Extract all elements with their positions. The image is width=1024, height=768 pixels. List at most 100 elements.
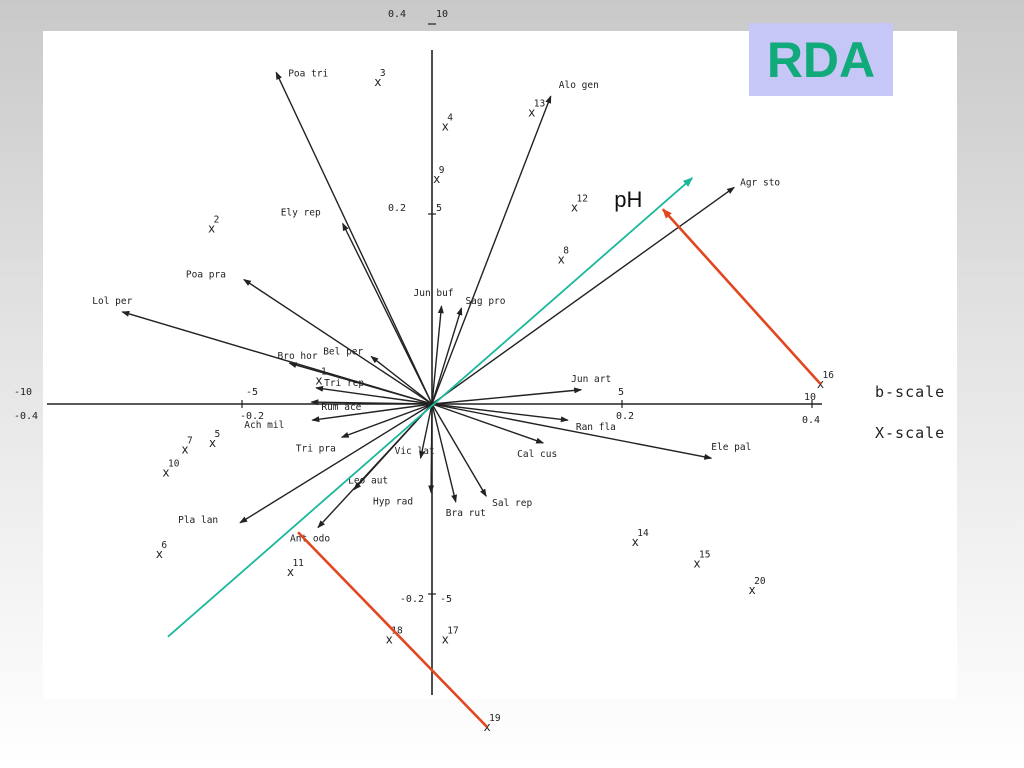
species-arrow <box>431 387 583 405</box>
species-label: Bra rut <box>446 508 486 519</box>
ph-vector <box>167 177 694 638</box>
b-scale-label: b-scale <box>875 383 945 401</box>
species-arrow <box>431 403 569 423</box>
sample-label: 11 <box>292 558 304 569</box>
tick-label: 5 <box>618 387 624 398</box>
sample-label: 13 <box>534 98 545 109</box>
species-label: Leo aut <box>348 476 388 487</box>
species-arrow <box>431 403 458 503</box>
sample-label: 4 <box>447 113 453 124</box>
tick-label: -0.2 <box>240 411 264 422</box>
species-label: Cal cus <box>517 449 557 460</box>
species-label: Ran fla <box>576 422 616 433</box>
sample-marker: x <box>181 443 188 457</box>
sample-label: 12 <box>577 193 588 204</box>
species-arrow <box>310 399 433 406</box>
sample-label: 7 <box>187 436 193 447</box>
sample-points: x1x2x3x4x5x6x7x8x9x10x11x12x13x14x15x16x… <box>156 68 835 734</box>
sample-marker: x <box>693 557 700 571</box>
species-label: Agr sto <box>740 177 780 188</box>
sample-label: 2 <box>214 214 220 225</box>
ph-label: pH <box>614 187 642 212</box>
tick-label: -0.2 <box>400 594 424 605</box>
species-label: Ely rep <box>281 208 321 219</box>
species-label: Sal rep <box>492 498 532 509</box>
sample-label: 10 <box>168 458 180 469</box>
sample-label: 6 <box>161 540 167 551</box>
tick-label: 0.4 <box>802 415 820 426</box>
species-arrow <box>340 403 433 438</box>
species-arrow <box>311 403 433 423</box>
sample-label: 8 <box>563 246 569 257</box>
tick-label: 0.4 <box>388 9 406 20</box>
tick-label: 0.2 <box>616 411 634 422</box>
species-arrow <box>431 307 463 405</box>
sample-label: 20 <box>754 576 766 587</box>
sample-marker: x <box>632 535 639 549</box>
species-arrow <box>431 403 713 460</box>
sample-label: 3 <box>380 68 386 79</box>
sample-marker: x <box>374 75 381 89</box>
species-label: Jun buf <box>414 288 454 299</box>
sample-label: 16 <box>823 370 835 381</box>
sample-label: 14 <box>637 528 649 539</box>
species-label: Alo gen <box>559 80 599 91</box>
species-label: Tri rep <box>324 378 364 389</box>
sample-marker: x <box>528 105 535 119</box>
sample-label: 15 <box>699 550 710 561</box>
slide-title: RDA <box>749 23 893 96</box>
species-arrow <box>431 403 545 444</box>
sample-marker: x <box>442 120 449 134</box>
species-arrow <box>243 278 433 405</box>
tick-label: 10 <box>436 9 448 20</box>
sample-marker: x <box>209 436 216 450</box>
sample-marker: x <box>287 565 294 579</box>
species-arrow <box>317 403 433 529</box>
sample-marker: x <box>749 583 756 597</box>
species-label: Tri pra <box>296 443 336 454</box>
environmental-vectors: pH <box>167 177 822 728</box>
tick-label: 10 <box>804 392 816 403</box>
species-label: Rum ace <box>321 402 361 413</box>
tick-label: 0.2 <box>388 203 406 214</box>
species-arrow <box>419 403 433 460</box>
tick-label: 5 <box>436 203 442 214</box>
projection-line <box>297 531 489 728</box>
species-label: Ach mil <box>244 420 284 431</box>
tick-label: -0.4 <box>14 411 38 422</box>
sample-label: 1 <box>321 366 327 377</box>
sample-label: 19 <box>489 713 501 724</box>
species-arrow <box>431 305 444 405</box>
species-label: Vic lat <box>395 446 435 457</box>
x-scale-label: X-scale <box>875 424 945 442</box>
species-arrow <box>428 403 435 494</box>
tick-label: -5 <box>440 594 452 605</box>
tick-label: -10 <box>14 387 32 398</box>
species-label: Poa pra <box>186 270 226 281</box>
species-label: Sag pro <box>465 296 505 307</box>
species-label: Jun art <box>571 374 611 385</box>
sample-marker: x <box>433 172 440 186</box>
species-arrow <box>431 95 552 405</box>
species-label: Pla lan <box>178 515 218 526</box>
sample-marker: x <box>162 465 169 479</box>
sample-marker: x <box>208 221 215 235</box>
species-label: Poa tri <box>288 68 328 79</box>
species-arrow <box>239 403 433 524</box>
species-arrow <box>288 362 433 405</box>
species-arrow <box>370 355 433 405</box>
species-label: Lol per <box>92 296 132 307</box>
sample-marker: x <box>156 547 163 561</box>
sample-label: 17 <box>447 626 458 637</box>
species-arrow <box>315 385 433 405</box>
species-label: Bro hor <box>278 351 318 362</box>
species-arrow <box>275 71 433 405</box>
species-arrow <box>431 186 735 405</box>
sample-label: 5 <box>215 429 221 440</box>
sample-marker: x <box>315 373 322 387</box>
projection-line <box>661 208 822 385</box>
sample-marker: x <box>571 200 578 214</box>
